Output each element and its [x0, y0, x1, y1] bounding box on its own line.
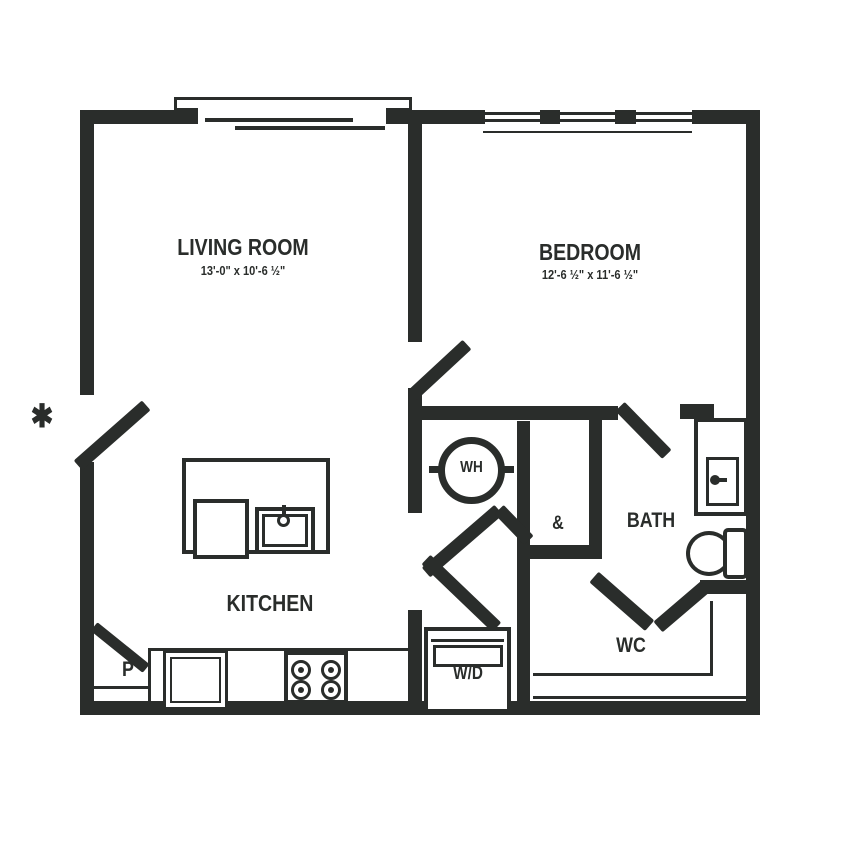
bay-window-glazing-1 [205, 118, 353, 122]
washer-dryer-label: W/D [453, 663, 483, 683]
walk-in-closet-label: WC [616, 634, 646, 657]
wall-divider-lower [408, 610, 422, 715]
hall-door-leaf [421, 554, 502, 633]
wall-top-right [692, 110, 760, 124]
wall-utility-vertical [517, 421, 530, 715]
counter-edge-line [148, 648, 410, 651]
bay-window-outline-left [174, 97, 177, 112]
wall-linen-closet-right [589, 420, 602, 547]
wall-top-mid [408, 110, 485, 124]
bath-vanity-faucet-tail [719, 478, 727, 482]
bedroom-window-1-glass-a [485, 112, 540, 115]
kitchen-label: KITCHEN [226, 590, 314, 616]
bath-label: BATH [626, 509, 676, 532]
wall-wc-top-right [700, 580, 746, 594]
wall-top-left [80, 110, 186, 124]
wc-shelf-line-horizontal [533, 673, 713, 676]
living-room-dimensions: 13'-0" x 10'-6 ½" [200, 263, 286, 278]
pantry-partition-line [148, 648, 151, 701]
range-burner-1 [291, 660, 311, 680]
wc-shelf-line-vertical [710, 601, 713, 676]
toilet-tank [723, 528, 748, 579]
refrigerator-inner [170, 657, 221, 703]
bay-post-left [174, 108, 198, 124]
bedroom-window-2-glass-a [560, 112, 615, 115]
pantry-label: P [122, 658, 134, 681]
bath-vanity-faucet [710, 475, 720, 485]
entry-door-leaf [73, 400, 151, 471]
dishwasher [193, 499, 249, 559]
wall-bottom-inner-line [533, 696, 746, 699]
bedroom-window-1-glass-b [485, 119, 540, 122]
bedroom-label: BEDROOM [538, 239, 642, 265]
bay-window-outline-right [409, 97, 412, 112]
washer-dryer-top-line [431, 639, 504, 642]
window-mullion-2 [615, 110, 636, 124]
range-burner-4 [321, 680, 341, 700]
bay-post-right [386, 108, 412, 124]
entry-marker: ✱ [30, 398, 54, 434]
living-room-label: LIVING ROOM [177, 234, 309, 260]
washer-dryer-panel [433, 645, 503, 667]
bedroom-dimensions: 12'-6 ½" x 11'-6 ½" [541, 267, 639, 282]
bay-window-glazing-2 [235, 126, 385, 130]
linen-closet-symbol: & [552, 513, 564, 534]
water-heater-label: WH [460, 459, 483, 476]
wall-linen-closet-bottom [530, 545, 602, 559]
water-heater-nub-left [429, 466, 439, 473]
window-mullion-1 [540, 110, 560, 124]
wall-bath-stub [680, 404, 714, 419]
wall-divider-upper [408, 110, 422, 342]
bay-window-outline-top [174, 97, 412, 100]
kitchen-faucet [277, 514, 290, 527]
wall-divider-mid [408, 421, 422, 513]
bedroom-door-leaf [407, 339, 472, 401]
water-heater-circle [438, 437, 505, 504]
kitchen-faucet-stem [282, 505, 286, 516]
bedroom-window-sill-line [483, 131, 692, 133]
range-burner-2 [321, 660, 341, 680]
bedroom-window-3-glass-b [636, 119, 692, 122]
wall-right [746, 110, 760, 715]
wall-left-upper [80, 110, 94, 395]
water-heater-nub-right [504, 466, 514, 473]
pantry-shelf-line [94, 686, 148, 689]
wall-hall-top [408, 406, 618, 420]
wall-left-lower [80, 462, 94, 715]
bath-door-leaf [615, 401, 672, 459]
range-burner-3 [291, 680, 311, 700]
bedroom-window-2-glass-b [560, 119, 615, 122]
wall-wc-angled-left [589, 571, 655, 632]
bedroom-window-3-glass-a [636, 112, 692, 115]
